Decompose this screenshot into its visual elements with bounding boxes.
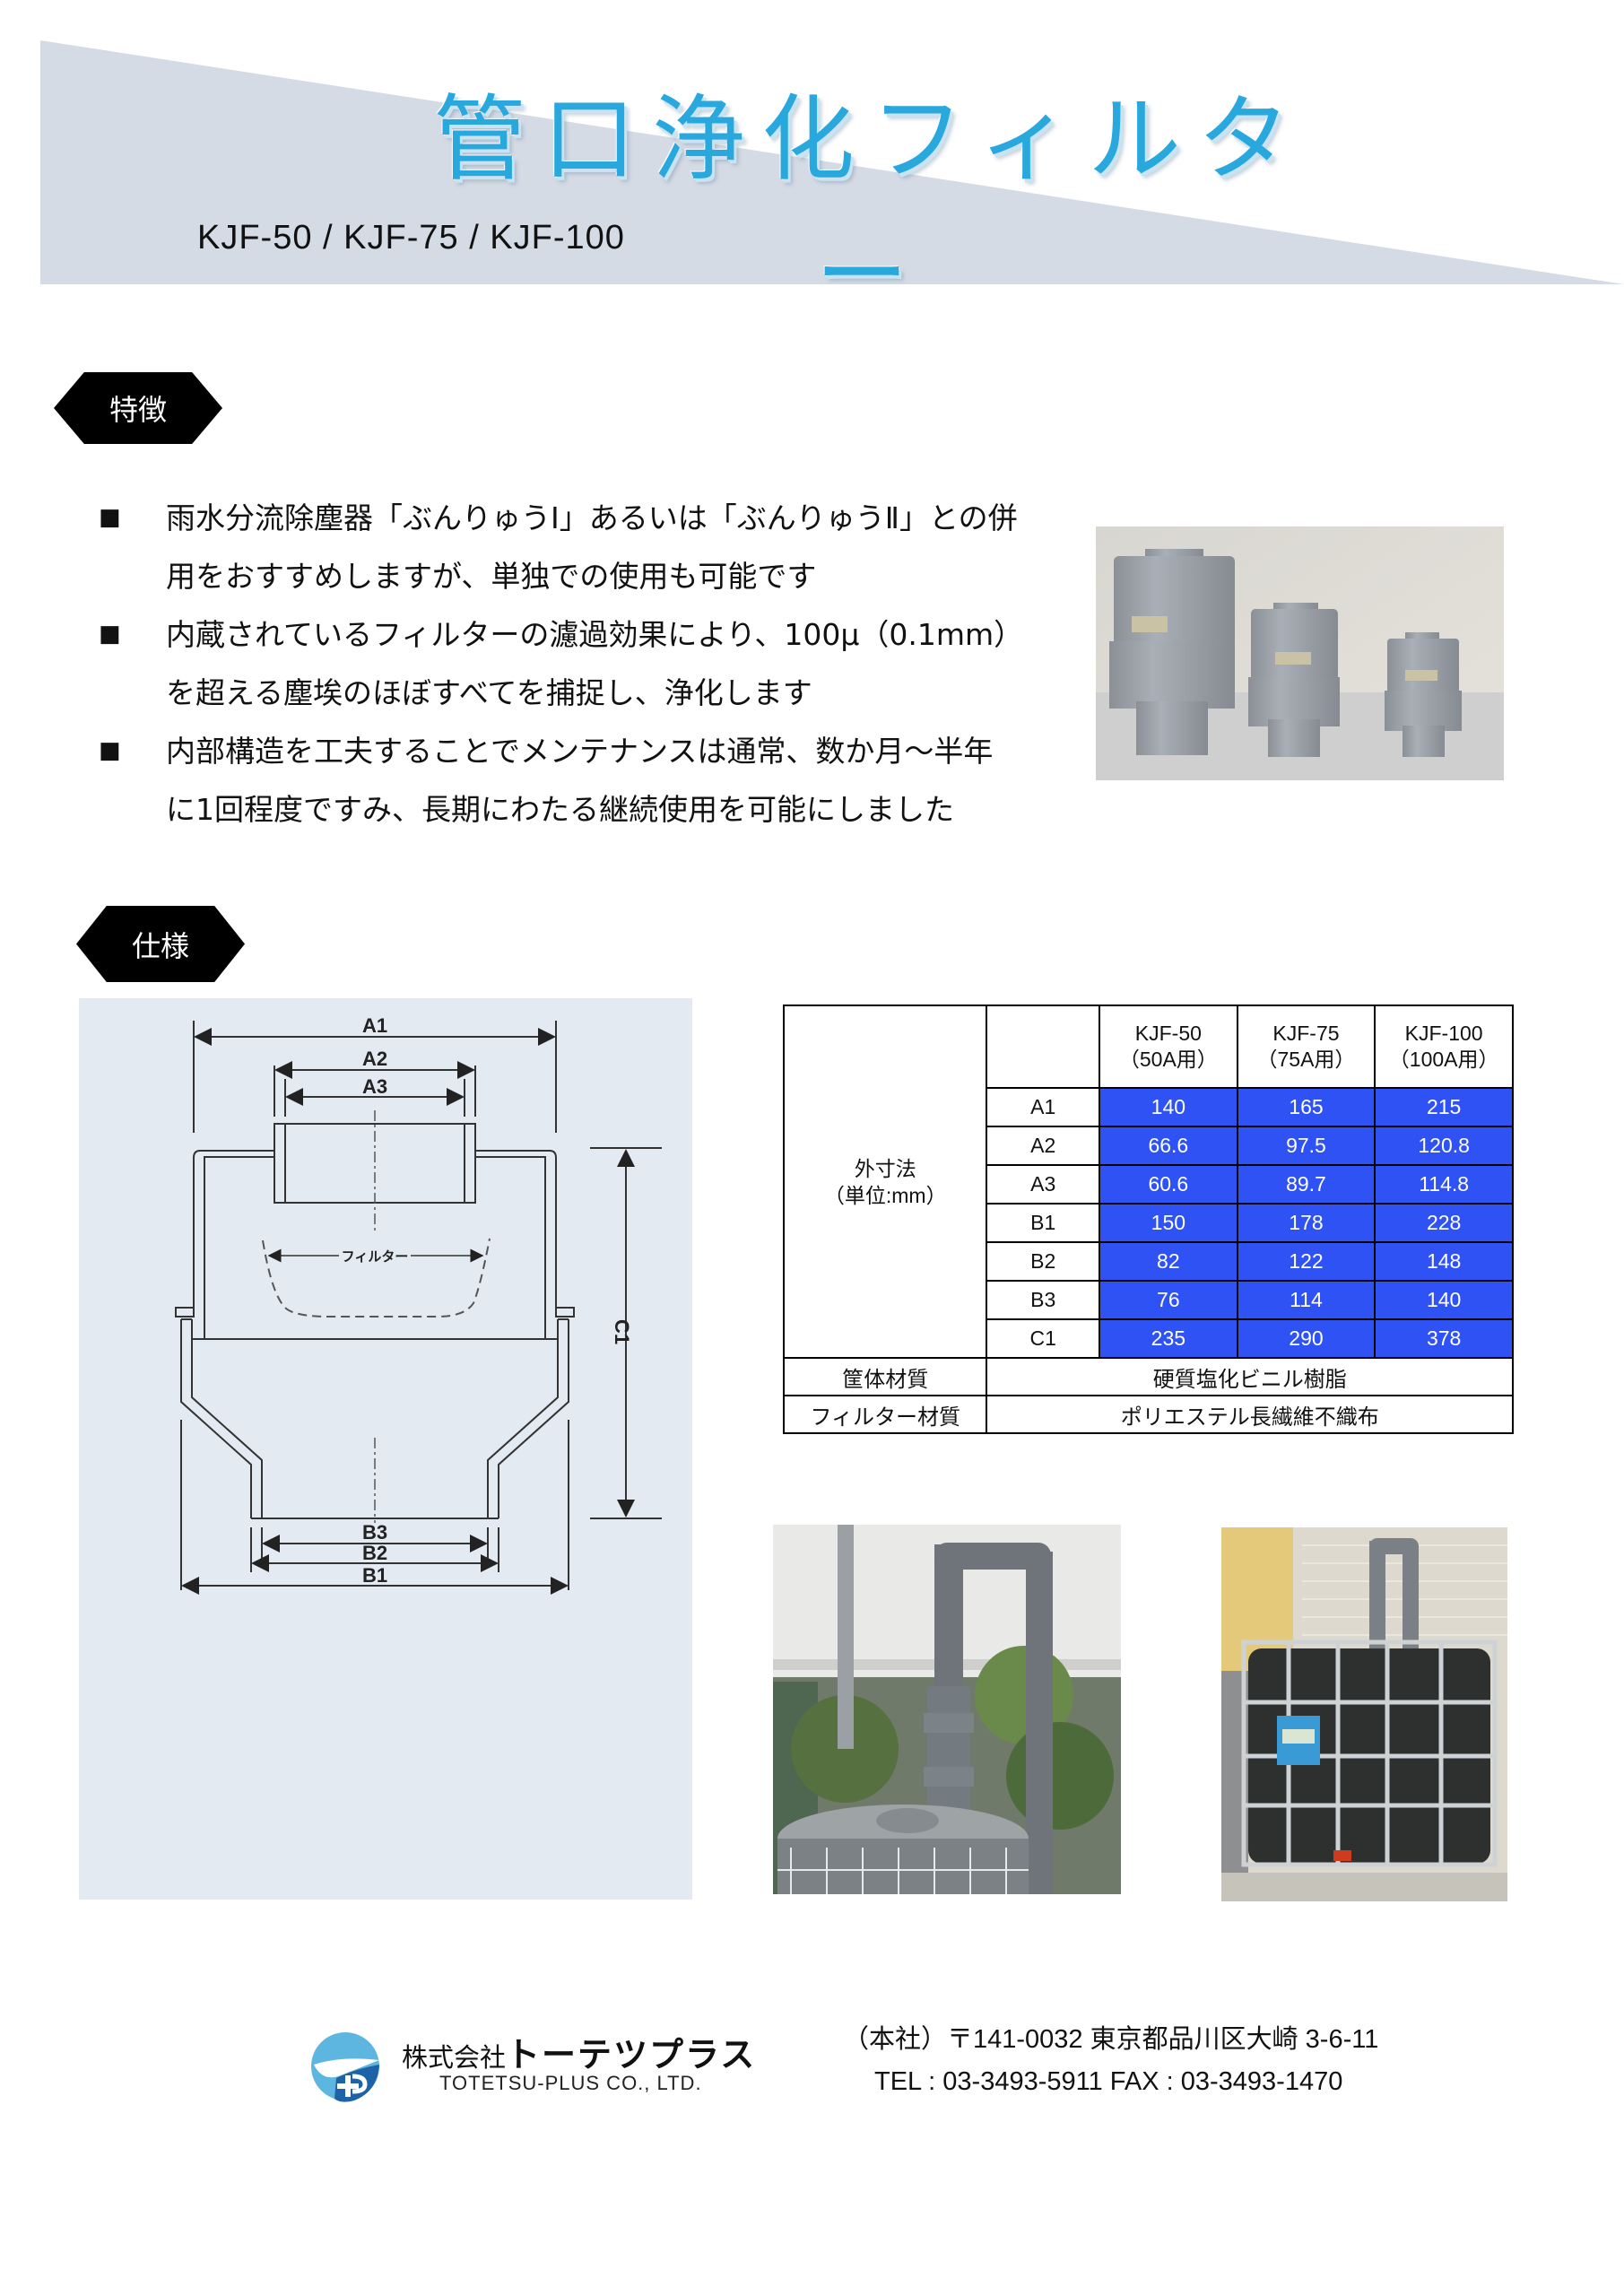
group-label-unit: （単位:mm） [823, 1183, 947, 1207]
dim-value: 76 [1099, 1280, 1238, 1320]
feature-list: ■ 雨水分流除塵器「ぶんりゅうⅠ」あるいは「ぶんりゅうⅡ」との併用をおすすめしま… [99, 489, 1049, 839]
dim-value: 120.8 [1374, 1126, 1514, 1166]
installation-photo-ibc-tank [1221, 1527, 1507, 1901]
model-list: KJF-50 / KJF-75 / KJF-100 [197, 219, 625, 257]
dim-value: 178 [1236, 1203, 1376, 1243]
label-a1: A1 [362, 1014, 387, 1037]
dim-value: 66.6 [1099, 1126, 1238, 1166]
company-logo-icon [311, 2032, 379, 2102]
dim-label: B3 [986, 1280, 1101, 1320]
bullet-square-icon: ■ [99, 737, 121, 764]
dim-label: A1 [986, 1087, 1101, 1127]
blank-header-cell [986, 1004, 1101, 1089]
material-label: フィルター材質 [782, 1395, 988, 1434]
bullet-square-icon: ■ [99, 621, 121, 648]
dim-value: 378 [1374, 1318, 1514, 1359]
company-contact: TEL : 03-3493-5911 FAX : 03-3493-1470 [874, 2067, 1343, 2096]
label-b3: B3 [362, 1521, 387, 1544]
feature-item: ■ 雨水分流除塵器「ぶんりゅうⅠ」あるいは「ぶんりゅうⅡ」との併用をおすすめしま… [99, 489, 1049, 605]
dimension-group-label: 外寸法 （単位:mm） [782, 1004, 988, 1359]
company-name: トーテツプラス [506, 2035, 757, 2074]
features-badge: 特徴 [54, 372, 222, 444]
product-photo [1096, 526, 1504, 780]
label-a3: A3 [362, 1075, 387, 1098]
bullet-square-icon: ■ [99, 504, 121, 531]
features-badge-label: 特徴 [109, 393, 167, 427]
material-value: 硬質塩化ビニル樹脂 [986, 1357, 1514, 1396]
dim-label: A3 [986, 1164, 1101, 1205]
label-filter: フィルター [342, 1249, 409, 1265]
material-row: 筐体材質硬質塩化ビニル樹脂 [782, 1357, 1514, 1396]
material-label: 筐体材質 [782, 1357, 988, 1396]
dim-value: 140 [1374, 1280, 1514, 1320]
dim-value: 290 [1236, 1318, 1376, 1359]
dim-value: 60.6 [1099, 1164, 1238, 1205]
label-c1: C1 [611, 1319, 633, 1344]
feature-text: 雨水分流除塵器「ぶんりゅうⅠ」あるいは「ぶんりゅうⅡ」との併 [166, 500, 1018, 535]
company-prefix: 株式会社 [402, 2042, 507, 2073]
table-header-row: 外寸法 （単位:mm） KJF-50（50A用） KJF-75（75A用） KJ… [782, 1004, 1514, 1359]
company-name-ja: 株式会社トーテツプラス [402, 2027, 756, 2076]
dim-value: 148 [1374, 1241, 1514, 1282]
model-header: KJF-75（75A用） [1236, 1004, 1376, 1089]
dim-label: C1 [986, 1318, 1101, 1359]
feature-text: 内蔵されているフィルターの濾過効果により、100μ（0.1mm） [166, 617, 1024, 652]
feature-text: 用をおすすめしますが、単独での使用も可能です [166, 559, 817, 594]
spec-badge: 仕様 [76, 906, 245, 982]
feature-text: 内部構造を工夫することでメンテナンスは通常、数か月～半年 [166, 734, 994, 769]
dim-value: 228 [1374, 1203, 1514, 1243]
material-value: ポリエステル長繊維不織布 [986, 1395, 1514, 1434]
dim-value: 97.5 [1236, 1126, 1376, 1166]
dimension-diagram: A1 A2 A3 フィルター B3 B2 B1 C1 [79, 998, 692, 1900]
company-address: （本社）〒141-0032 東京都品川区大崎 3-6-11 [843, 2025, 1379, 2054]
dim-value: 114.8 [1374, 1164, 1514, 1205]
label-a2: A2 [362, 1048, 387, 1070]
model-header: KJF-50（50A用） [1099, 1004, 1238, 1089]
dim-value: 140 [1099, 1087, 1238, 1127]
dim-value: 150 [1099, 1203, 1238, 1243]
dim-value: 82 [1099, 1241, 1238, 1282]
spec-badge-label: 仕様 [131, 928, 189, 963]
dim-value: 89.7 [1236, 1164, 1376, 1205]
feature-text: を超える塵埃のほぼすべてを捕捉し、浄化します [166, 675, 812, 710]
dim-value: 122 [1236, 1241, 1376, 1282]
dim-label: A2 [986, 1126, 1101, 1166]
feature-item: ■ 内部構造を工夫することでメンテナンスは通常、数か月～半年に1回程度ですみ、長… [99, 722, 1049, 839]
company-name-en: TOTETSU-PLUS CO., LTD. [439, 2072, 702, 2094]
label-b2: B2 [362, 1542, 387, 1564]
header-band [40, 40, 1624, 284]
dim-label: B2 [986, 1241, 1101, 1282]
page-title: 管口浄化フィルター [433, 84, 1307, 329]
dim-value: 114 [1236, 1280, 1376, 1320]
model-header: KJF-100（100A用） [1374, 1004, 1514, 1089]
dim-value: 235 [1099, 1318, 1238, 1359]
feature-item: ■ 内蔵されているフィルターの濾過効果により、100μ（0.1mm） を超える塵埃… [99, 605, 1049, 722]
dim-label: B1 [986, 1203, 1101, 1243]
label-b1: B1 [362, 1564, 387, 1587]
installation-photo-tank [773, 1525, 1121, 1894]
group-label-main: 外寸法 [854, 1156, 916, 1180]
dim-value: 215 [1374, 1087, 1514, 1127]
dim-value: 165 [1236, 1087, 1376, 1127]
material-row: フィルター材質ポリエステル長繊維不織布 [782, 1395, 1514, 1434]
feature-text: に1回程度ですみ、長期にわたる継続使用を可能にしました [166, 792, 954, 827]
spec-table: 外寸法 （単位:mm） KJF-50（50A用） KJF-75（75A用） KJ… [782, 1004, 1514, 1434]
